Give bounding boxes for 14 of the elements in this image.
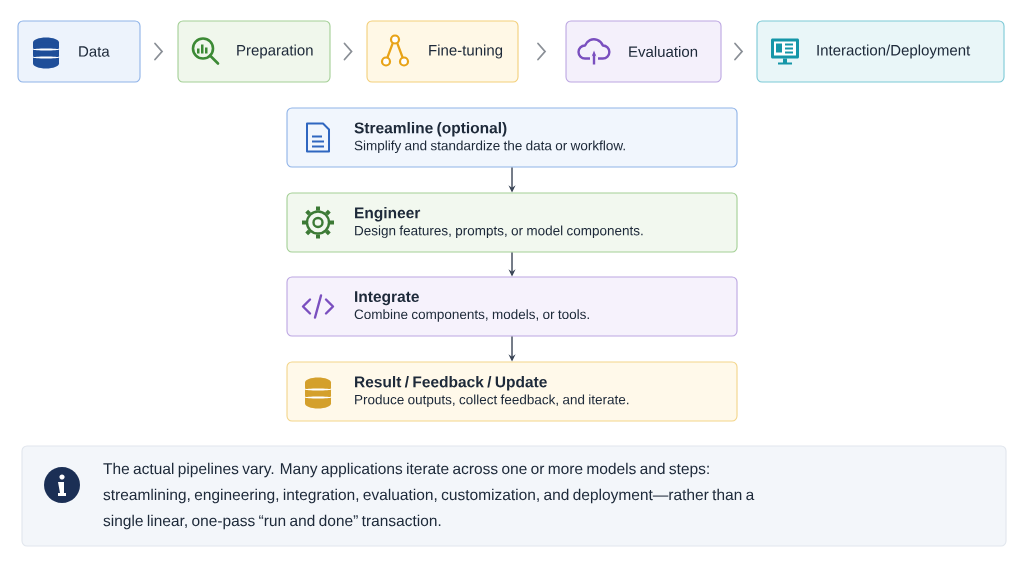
chevron [343, 42, 353, 61]
process-box: Result / Feedback / Update Produce outputs, collect feedback, and iterate. [286, 361, 738, 422]
step-box: Data [17, 20, 141, 83]
process-box: Engineer Design features, prompts, or model components. [286, 192, 738, 253]
chevron [154, 42, 164, 61]
step-box: Evaluation [565, 20, 722, 83]
step-box: Fine-tuning [366, 20, 519, 83]
process-box: Streamline (optional) Simplify and standardize the data or workflow. [286, 107, 738, 168]
chevron [537, 42, 547, 61]
step-box: Interaction/Deployment [756, 20, 1005, 83]
chevron [734, 42, 744, 61]
step-box: Preparation [177, 20, 331, 83]
process-box: Integrate Combine components, models, or tools. [286, 276, 738, 337]
note-box: The actual pipelines vary. Many applications iterate across one or more models and steps: streamlining, engineering, integration, evaluation, customization, and deployment—rather than a single linear, one-pass “run and done” transaction. [21, 445, 1007, 547]
